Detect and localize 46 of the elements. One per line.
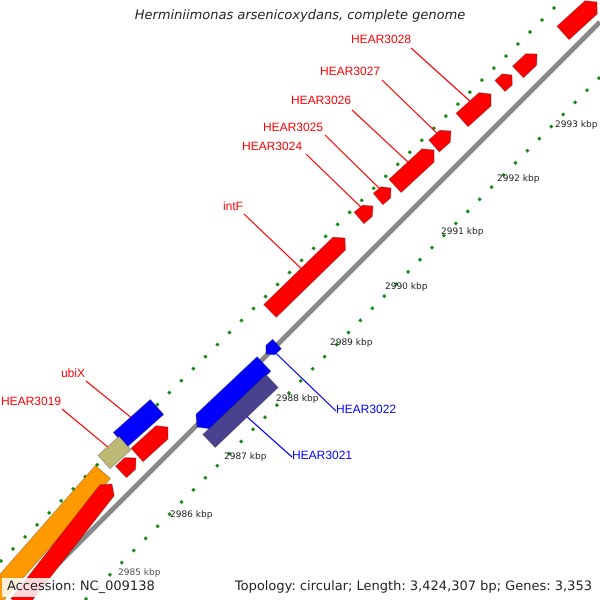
leader-line [276, 353, 336, 412]
gene-block [388, 148, 435, 194]
gene-label: HEAR3019 [0, 395, 61, 409]
gene-block [195, 356, 272, 430]
scale-label: 2988 kbp [276, 394, 318, 404]
gene-block [428, 130, 452, 153]
gene-label: HEAR3021 [292, 449, 352, 463]
leader-line [244, 214, 302, 269]
gene-label: HEAR3026 [290, 94, 351, 108]
title: Herminiimonas arsenicoxydans, complete genome [134, 9, 466, 24]
leader-line [410, 48, 470, 102]
gene-label: ubiX [60, 367, 85, 381]
gene-label: HEAR3022 [336, 403, 396, 417]
leader-line [246, 416, 292, 458]
leader-line [352, 110, 408, 162]
leader-line [324, 134, 380, 189]
scale-label: 2987 kbp [224, 452, 266, 462]
gene-block [353, 204, 374, 224]
gene-block [512, 53, 538, 78]
scale-label: 2993 kbp [555, 120, 598, 130]
gene-bar [97, 436, 132, 470]
gene-block [266, 338, 282, 356]
scale-label: 2989 kbp [330, 338, 372, 348]
gene-label: intF [222, 200, 243, 214]
gene-block [114, 457, 137, 478]
gene-label: HEAR3027 [320, 65, 380, 79]
leader-line [62, 408, 108, 448]
gene-block [263, 236, 346, 318]
gene-label: HEAR3025 [262, 121, 323, 135]
gene-label: HEAR3028 [350, 33, 411, 47]
gene-bar [112, 398, 164, 448]
genome-stats-text: Topology: circular; Length: 3,424,307 bp; Genes: 3,353 [234, 580, 592, 595]
leader-line [86, 380, 132, 418]
gene-block [494, 73, 513, 92]
gene-block [372, 186, 392, 206]
scale-label: 2986 kbp [170, 510, 212, 520]
gene-block [130, 425, 169, 462]
leader-line [306, 154, 362, 208]
scale-label: 2991 kbp [441, 227, 484, 238]
gene-label: HEAR3024 [242, 140, 302, 154]
scale-label: 2990 kbp [385, 282, 428, 292]
gene-block [455, 92, 492, 128]
gene-block [556, 0, 598, 40]
scale-label: 2985 kbp [118, 568, 160, 578]
leader-line [382, 80, 438, 134]
scale-label: 2992 kbp [497, 174, 540, 184]
